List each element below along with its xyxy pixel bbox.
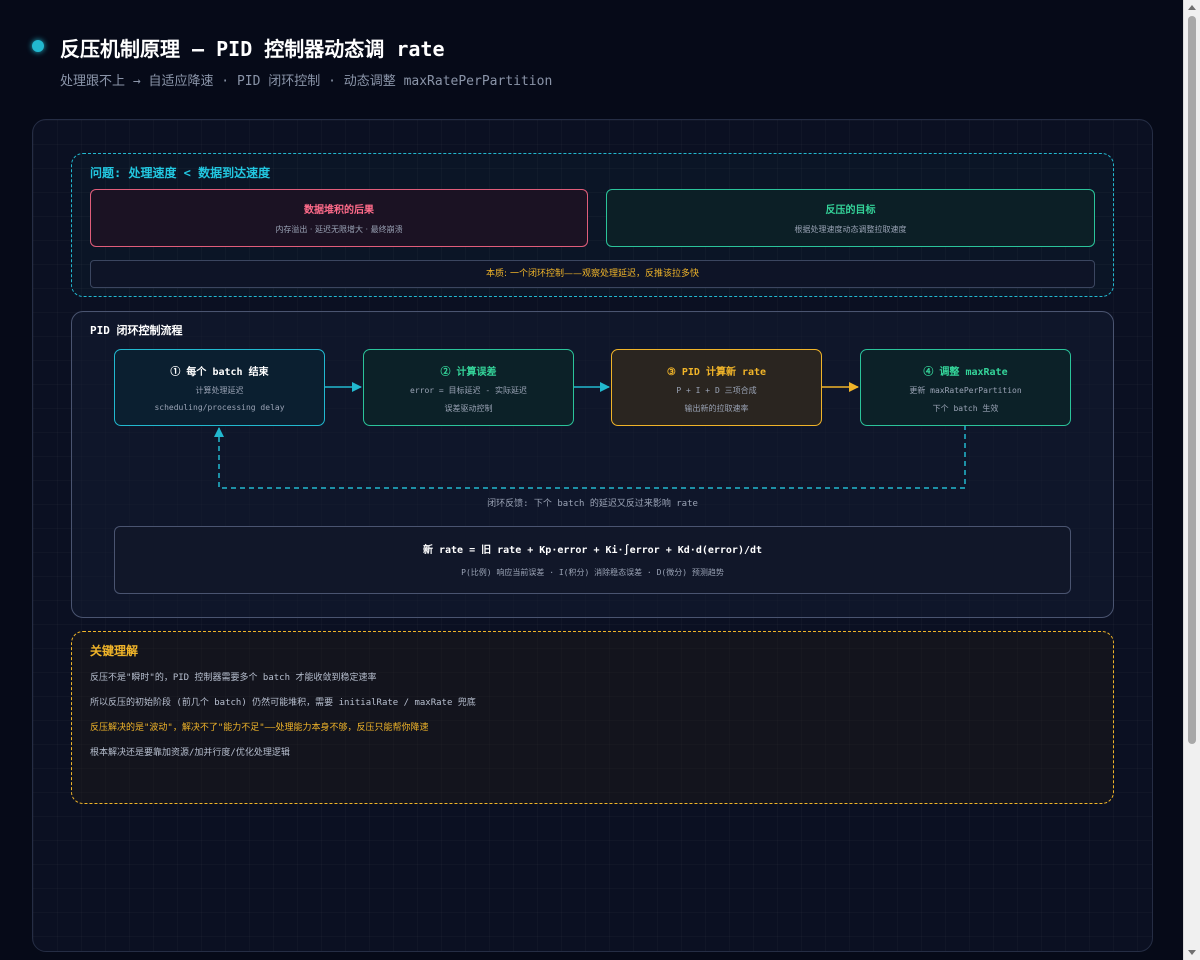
scrollbar-thumb[interactable] (1188, 16, 1196, 744)
feedback-loop-arrow (214, 425, 966, 489)
goal-box: 反压的目标 根据处理速度动态调整拉取速度 (606, 189, 1095, 247)
page-title: 反压机制原理 — PID 控制器动态调 rate (60, 37, 445, 61)
step-detail: 误差驱动控制 (444, 404, 493, 413)
consequence-desc: 内存溢出 · 延迟无限增大 · 最终崩溃 (275, 225, 403, 234)
goal-desc: 根据处理速度动态调整拉取速度 (794, 225, 907, 234)
pid-formula-note: P(比例) 响应当前误差 · I(积分) 消除稳态误差 · D(微分) 预测趋势 (461, 568, 724, 577)
feedback-label: 闭环反馈: 下个 batch 的延迟又反过来影响 rate (487, 499, 698, 509)
step-desc: P + I + D 三项合成 (676, 386, 757, 395)
key-understanding-section: 关键理解 反压不是"瞬时"的，PID 控制器需要多个 batch 才能收敛到稳定… (71, 631, 1114, 804)
step-title: ④ 调整 maxRate (923, 367, 1008, 378)
pid-loop-section: PID 闭环控制流程 ① 每个 batch 结束 计算处理延迟 scheduli… (71, 311, 1114, 618)
pid-section-title: PID 闭环控制流程 (90, 324, 183, 337)
step-title: ② 计算误差 (440, 367, 497, 378)
step-detail: scheduling/processing delay (154, 403, 285, 412)
step-desc: 更新 maxRatePerPartition (909, 386, 1022, 395)
problem-title: 问题: 处理速度 < 数据到达速度 (90, 166, 271, 180)
key-point: 反压不是"瞬时"的，PID 控制器需要多个 batch 才能收敛到稳定速率 (90, 673, 377, 683)
pid-formula: 新 rate = 旧 rate + Kp·error + Ki·∫error +… (422, 545, 763, 556)
key-point: 根本解决还是要靠加资源/加并行度/优化处理逻辑 (90, 748, 290, 758)
step-title: ① 每个 batch 结束 (170, 367, 269, 378)
scroll-down-arrow-icon[interactable] (1188, 950, 1196, 955)
step-detail: 下个 batch 生效 (932, 404, 999, 413)
essence-text: 本质: 一个闭环控制——观察处理延迟，反推该拉多快 (486, 269, 699, 279)
scroll-up-arrow-icon[interactable] (1188, 5, 1196, 10)
goal-title: 反压的目标 (825, 205, 876, 216)
page-subtitle: 处理跟不上 → 自适应降速 · PID 闭环控制 · 动态调整 maxRateP… (60, 74, 553, 89)
key-understanding-title: 关键理解 (90, 644, 139, 658)
problem-section: 问题: 处理速度 < 数据到达速度 数据堆积的后果 内存溢出 · 延迟无限增大 … (71, 153, 1114, 297)
diagram-canvas: 问题: 处理速度 < 数据到达速度 数据堆积的后果 内存溢出 · 延迟无限增大 … (32, 119, 1153, 952)
step-adjust-max-rate: ④ 调整 maxRate 更新 maxRatePerPartition 下个 b… (860, 349, 1071, 426)
step-compute-error: ② 计算误差 error = 目标延迟 - 实际延迟 误差驱动控制 (363, 349, 574, 426)
step-title: ③ PID 计算新 rate (666, 367, 767, 378)
title-bullet-dot (32, 40, 44, 52)
step-detail: 输出新的拉取速率 (684, 404, 749, 413)
step-desc: error = 目标延迟 - 实际延迟 (410, 386, 527, 395)
step-desc: 计算处理延迟 (195, 386, 244, 395)
consequence-title: 数据堆积的后果 (304, 205, 374, 216)
consequence-box: 数据堆积的后果 内存溢出 · 延迟无限增大 · 最终崩溃 (90, 189, 588, 247)
key-point: 所以反压的初始阶段 (前几个 batch) 仍然可能堆积，需要 initialR… (90, 698, 476, 708)
step-batch-end: ① 每个 batch 结束 计算处理延迟 scheduling/processi… (114, 349, 325, 426)
formula-box: 新 rate = 旧 rate + Kp·error + Ki·∫error +… (114, 526, 1071, 594)
step-pid-compute-rate: ③ PID 计算新 rate P + I + D 三项合成 输出新的拉取速率 (611, 349, 822, 426)
key-point-highlight: 反压解决的是"波动"，解决不了"能力不足"——处理能力本身不够，反压只能帮你降速 (90, 723, 429, 733)
vertical-scrollbar[interactable] (1183, 0, 1200, 960)
essence-box: 本质: 一个闭环控制——观察处理延迟，反推该拉多快 (90, 260, 1095, 288)
